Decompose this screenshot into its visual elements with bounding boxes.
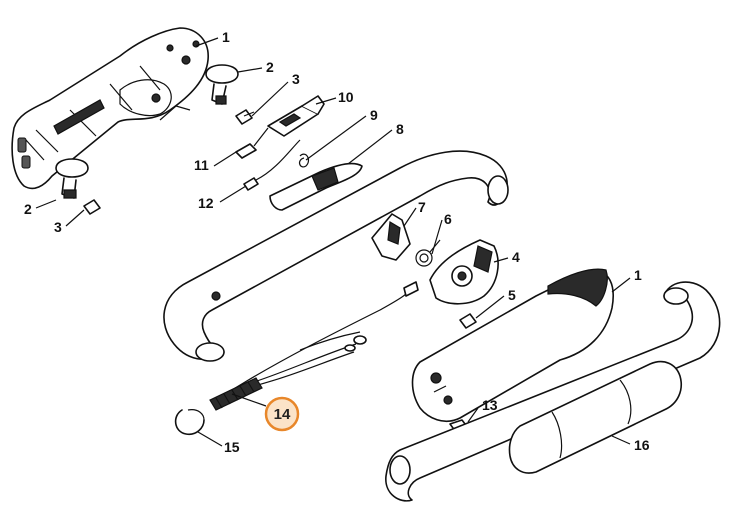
torsion-spring-part [415,239,441,267]
highlight-circle [264,396,300,432]
trigger-lever-part [269,162,363,211]
handlebar-upper [163,150,509,362]
callout-labels: 1 2 3 10 9 8 11 12 2 3 7 6 4 5 1 13 16 1… [24,29,650,455]
callout-14: 14 [274,406,291,423]
callout-6: 6 [444,211,452,227]
wire-lead-part [243,139,301,191]
switch-part [267,95,325,137]
housing-upper-part [11,27,209,190]
screw-lower [83,199,101,215]
callout-8: 8 [396,121,404,137]
screw-upper [235,109,255,125]
callout-9: 9 [370,107,378,123]
callout-12: 12 [198,195,214,211]
throttle-cable [231,281,419,391]
handlebar-lower [385,281,721,502]
callout-4: 4 [512,249,520,265]
callout-1-lower: 1 [634,267,642,283]
retaining-ring-part [174,409,205,436]
callout-3-lower: 3 [54,219,62,235]
mechanism-part [429,239,499,305]
callout-13: 13 [482,397,498,413]
leader-lines [35,37,631,447]
clamp-upper [205,64,239,105]
callout-2-lower: 2 [24,201,32,217]
callout-1-upper: 1 [222,29,230,45]
callout-3-upper: 3 [292,71,300,87]
callout-2-upper: 2 [266,59,274,75]
spring-part [298,153,310,168]
screw-5 [459,313,477,329]
callout-5: 5 [508,287,516,303]
callout-10: 10 [338,89,354,105]
highlighted-callout-14[interactable]: 14 [264,396,300,432]
clamp-lower [55,158,89,199]
grip-part [508,360,682,474]
callout-11: 11 [194,157,209,173]
callout-15: 15 [224,439,240,455]
handle-housing-part [411,268,614,423]
callout-7: 7 [418,199,426,215]
wiring-harness-part [209,331,367,411]
callout-16: 16 [634,437,650,453]
contact-part [235,127,269,159]
cam-lever-part [371,213,411,261]
